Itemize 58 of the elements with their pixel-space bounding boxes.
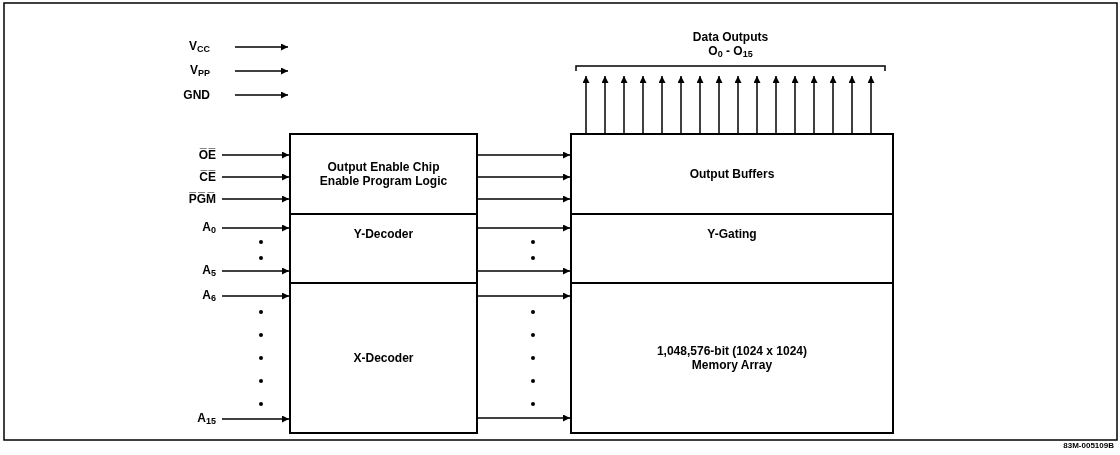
arrow xyxy=(477,224,571,232)
arrow xyxy=(715,75,723,134)
arrow xyxy=(477,173,571,181)
arrow xyxy=(221,267,290,275)
pin-label: V$_{PP}$ xyxy=(189,62,210,80)
arrow xyxy=(477,151,571,159)
block-box xyxy=(289,282,478,434)
pin-label: V$_{CC}$ xyxy=(189,38,210,56)
pin-label: GND xyxy=(183,88,210,102)
arrow xyxy=(677,75,685,134)
arrow xyxy=(639,75,647,134)
pin-label: A$_{6}$ xyxy=(202,287,216,305)
block-label: 1,048,576-bit (1024 x 1024) Memory Array xyxy=(655,344,809,372)
pin-label: A$_{5}$ xyxy=(202,262,216,280)
arrow xyxy=(582,75,590,134)
arrow xyxy=(753,75,761,134)
pin-label: P̅G̅M̅ xyxy=(188,192,216,206)
arrow xyxy=(221,292,290,300)
block-box xyxy=(289,213,478,284)
block-box xyxy=(570,282,894,434)
arrow xyxy=(234,43,289,51)
block-label: X-Decoder xyxy=(353,351,414,365)
arrow xyxy=(772,75,780,134)
block-box xyxy=(289,133,478,215)
arrow xyxy=(234,67,289,75)
arrow xyxy=(221,151,290,159)
arrow xyxy=(848,75,856,134)
arrow xyxy=(867,75,875,134)
output-label: Data Outputs xyxy=(692,30,769,44)
document-number: 83M-005109B xyxy=(1063,441,1114,450)
arrow xyxy=(791,75,799,134)
arrow xyxy=(810,75,818,134)
output-label: O$_{0}$ - O$_{15}$ xyxy=(708,44,753,61)
pin-label: O̅E̅ xyxy=(198,148,216,162)
arrow xyxy=(221,415,290,423)
arrow xyxy=(477,292,571,300)
arrow xyxy=(477,414,571,422)
arrow xyxy=(477,267,571,275)
arrow xyxy=(221,224,290,232)
arrow xyxy=(221,173,290,181)
arrow xyxy=(477,195,571,203)
arrow xyxy=(734,75,742,134)
block-label: Output Enable Chip Enable Program Logic xyxy=(318,160,449,188)
pin-label: A$_{0}$ xyxy=(202,219,216,237)
arrow xyxy=(696,75,704,134)
block-box xyxy=(570,213,894,284)
block-box xyxy=(570,133,894,215)
block-label: Y-Decoder xyxy=(353,227,414,241)
arrow xyxy=(234,91,289,99)
arrow xyxy=(829,75,837,134)
arrow xyxy=(601,75,609,134)
arrow xyxy=(620,75,628,134)
block-label: Output Buffers xyxy=(689,167,775,181)
arrow xyxy=(658,75,666,134)
block-label: Y-Gating xyxy=(707,227,757,241)
pin-label: C̅E̅ xyxy=(199,170,216,184)
pin-label: A$_{15}$ xyxy=(197,410,216,428)
arrow xyxy=(221,195,290,203)
